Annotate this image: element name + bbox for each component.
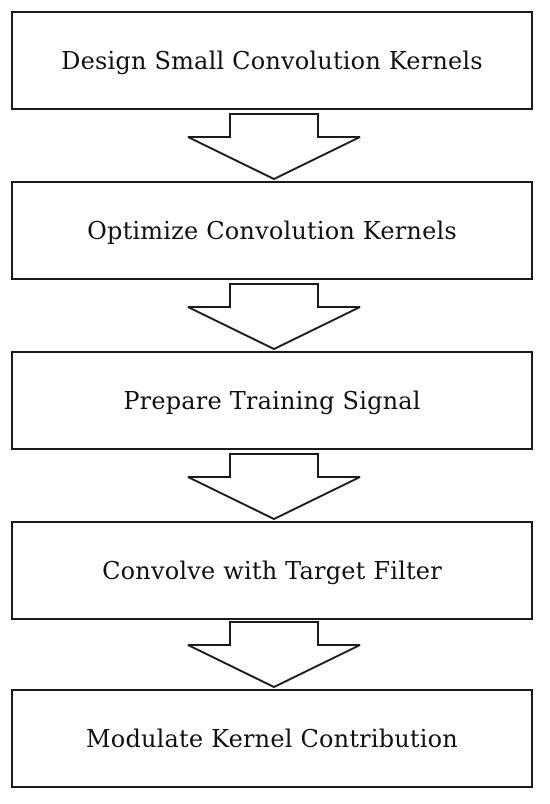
step-box-modulate-contribution: Modulate Kernel Contribution <box>11 689 533 788</box>
step-label: Convolve with Target Filter <box>102 556 442 585</box>
step-box-convolve-target: Convolve with Target Filter <box>11 521 533 620</box>
step-label: Design Small Convolution Kernels <box>61 46 483 75</box>
step-label: Prepare Training Signal <box>123 386 421 415</box>
step-box-optimize-kernels: Optimize Convolution Kernels <box>11 181 533 280</box>
down-arrow-icon <box>186 453 362 521</box>
step-box-design-kernels: Design Small Convolution Kernels <box>11 11 533 110</box>
step-label: Modulate Kernel Contribution <box>86 724 458 753</box>
down-arrow-icon <box>186 621 362 689</box>
down-arrow-icon <box>186 113 362 181</box>
step-box-prepare-signal: Prepare Training Signal <box>11 351 533 450</box>
step-label: Optimize Convolution Kernels <box>87 216 457 245</box>
down-arrow-icon <box>186 283 362 351</box>
